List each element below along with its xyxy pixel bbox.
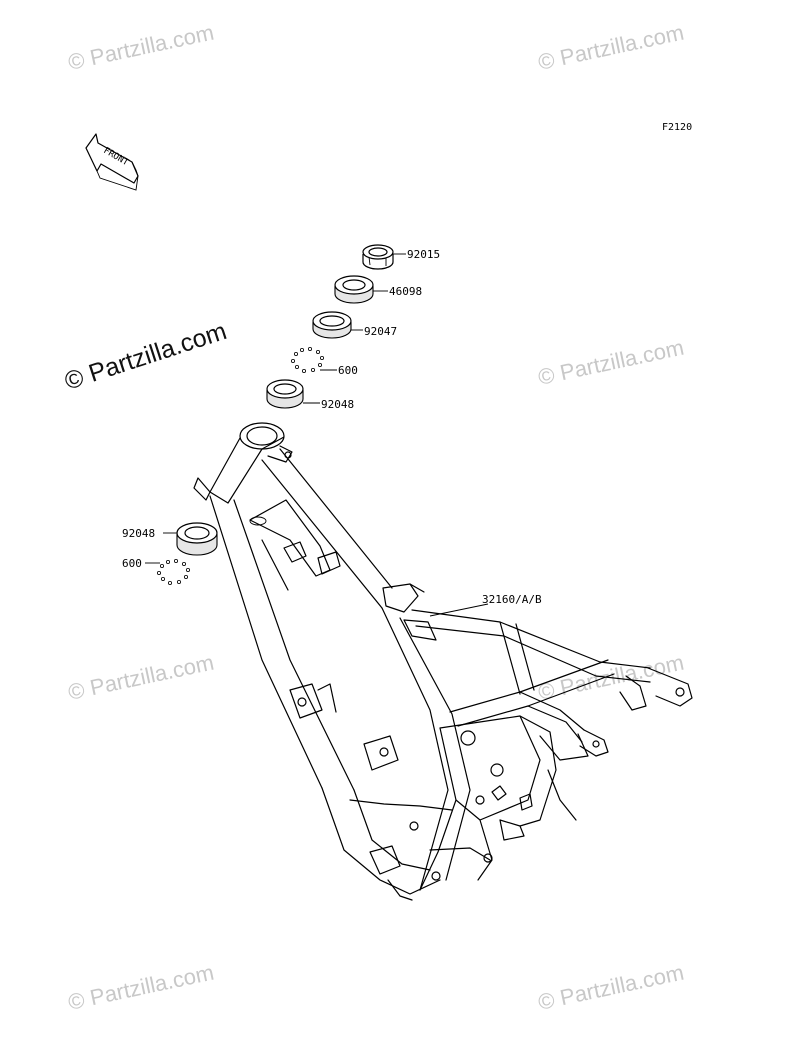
part-46098: 46098 [334, 275, 422, 304]
watermark-text: © Partzilla.com [536, 20, 686, 75]
callout-92047: 92047 [364, 325, 397, 338]
motorcycle-frame [193, 422, 693, 901]
watermark-text: © Partzilla.com [66, 650, 216, 705]
front-arrow-icon: FRONT [85, 133, 139, 191]
steering-head-parts: 92015 46098 92047 [122, 244, 440, 586]
callout-92015: 92015 [407, 248, 440, 261]
watermark-text: © Partzilla.com [66, 960, 216, 1015]
front-arrow-label: FRONT [102, 146, 131, 168]
figure-code: F2120 [662, 122, 692, 133]
watermark-main-text: © Partzilla.com [61, 317, 230, 396]
part-92047: 92047 [312, 311, 397, 339]
callout-92048-upper: 92048 [321, 398, 354, 411]
watermark-text: © Partzilla.com [536, 960, 686, 1015]
watermark-text: © Partzilla.com [66, 20, 216, 75]
callout-600-lower: 600 [122, 557, 142, 570]
part-600-upper: 600 [290, 346, 358, 377]
callout-600-upper: 600 [338, 364, 358, 377]
callout-92048-lower: 92048 [122, 527, 155, 540]
frame-leader-line [429, 603, 489, 617]
part-92048-lower: 92048 [122, 522, 218, 556]
part-92015: 92015 [362, 244, 440, 270]
part-92048-upper: 92048 [266, 379, 354, 411]
callout-46098: 46098 [389, 285, 422, 298]
watermarks: © Partzilla.com © Partzilla.com © Partzi… [61, 20, 686, 1015]
watermark-text: © Partzilla.com [536, 335, 686, 390]
part-600-lower: 600 [122, 557, 190, 586]
callout-32160: 32160/A/B [482, 593, 542, 606]
